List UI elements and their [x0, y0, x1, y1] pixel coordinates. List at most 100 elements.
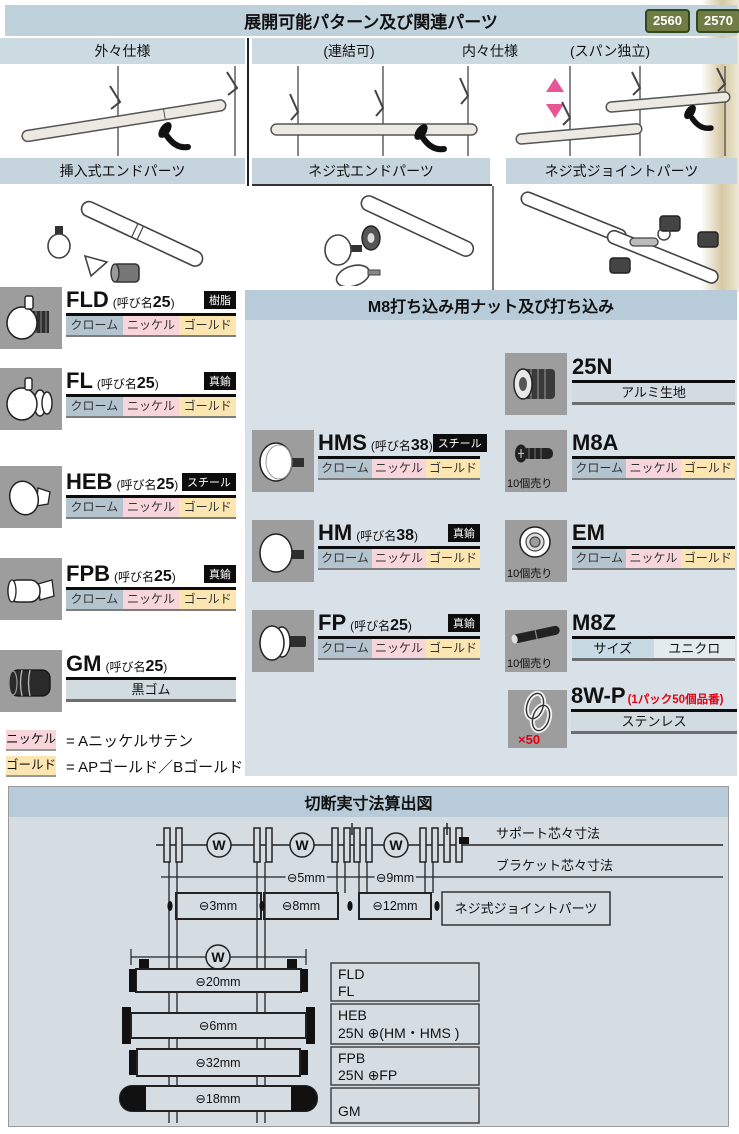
- insert-end-parts-illustration: [47, 200, 204, 283]
- m8a-part-icon: [515, 444, 553, 463]
- spec-band-left: 外々仕様: [0, 38, 245, 64]
- page-title: 展開可能パターン及び関連パーツ: [244, 13, 498, 32]
- spec-span-independent-label: (スパン独立): [569, 43, 651, 59]
- product-code: 8W-P: [571, 683, 626, 708]
- finish-nickel: ニッケル: [372, 549, 426, 568]
- wall-bracket-icon: [561, 101, 572, 126]
- product-image-em: 10個売り: [505, 520, 567, 582]
- wall-bracket-icon: [459, 77, 470, 105]
- span-independent-diagram: [515, 66, 731, 156]
- svg-text:W: W: [212, 837, 226, 853]
- finish-options: クローム ニッケル ゴールド: [66, 316, 237, 337]
- product-code: M8A: [572, 430, 619, 455]
- finish-chrome: クローム: [66, 316, 123, 335]
- product-hm: HM (呼び名38) 真鍮 クローム ニッケル ゴールド: [318, 521, 480, 570]
- finish-nickel: ニッケル: [372, 639, 426, 658]
- finish-options: クローム ニッケル ゴールド: [318, 459, 480, 480]
- pack-note: (1パック50個品番): [627, 694, 724, 706]
- screw-part-icon: [47, 226, 71, 259]
- page-number-badge: 2570: [696, 9, 739, 33]
- size-note: (呼び名38): [370, 437, 433, 454]
- gold-note-text: = APゴールド／Bゴールド: [66, 759, 244, 776]
- product-m8a: M8A クローム ニッケル ゴールド: [572, 431, 735, 480]
- deduction-label: ⊖9mm: [376, 871, 414, 885]
- size-note: (呼び名25): [114, 568, 176, 585]
- middle-band-rule: [252, 184, 492, 186]
- finish-nickel: ニッケル: [122, 316, 180, 335]
- rod-row-fpb: [129, 1048, 308, 1077]
- product-image-hm: [252, 520, 314, 582]
- finish-chrome: クローム: [318, 459, 372, 478]
- finish-gold: ゴールド: [426, 549, 480, 568]
- result-box-line: FL: [338, 983, 355, 999]
- wall-bracket-icon: [716, 67, 727, 92]
- material-bar: 黒ゴム: [66, 680, 236, 702]
- product-gm: GM (呼び名25) 黒ゴム: [66, 652, 236, 702]
- fpb-part-icon: [7, 579, 55, 603]
- m8-section-header: M8打ち込み用ナット及び打ち込み: [245, 290, 737, 320]
- material-tag: 真鍮: [204, 372, 236, 390]
- wall-bracket-icon: [226, 71, 239, 96]
- finish-options: クローム ニッケル ゴールド: [572, 459, 735, 480]
- product-image-gm: [0, 650, 62, 712]
- 25n-part-icon: [513, 368, 555, 400]
- material-bar: アルミ生地: [572, 383, 735, 405]
- finish-options: クローム ニッケル ゴールド: [318, 639, 480, 660]
- product-code: HMS: [318, 430, 367, 455]
- finish-gold: ゴールド: [179, 590, 237, 609]
- clamp-icon: [158, 122, 191, 151]
- finish-chrome: クローム: [66, 397, 123, 416]
- support-line-label: サポート芯々寸法: [496, 826, 600, 841]
- size-note: (呼び名25): [112, 294, 175, 311]
- finish-gold: ゴールド: [426, 639, 480, 658]
- result-box-line: 25N ⊕(HM・HMS ): [338, 1025, 459, 1041]
- product-image-hms: [252, 430, 314, 492]
- bar-pins: [167, 901, 440, 911]
- product-fld: FLD (呼び名25) 樹脂 クローム ニッケル ゴールド: [66, 288, 237, 337]
- joint-pin-icon: [629, 227, 671, 247]
- product-image-fp: [252, 610, 314, 672]
- hanger-rod: [270, 123, 478, 136]
- band-insert-end-parts: 挿入式エンドパーツ: [0, 158, 245, 184]
- cone-part-icon: [83, 254, 109, 278]
- hanger-rod-lower: [515, 123, 643, 145]
- screw-end-parts-illustration: [324, 195, 475, 286]
- cut-section-header: 切断実寸法算出図: [9, 787, 728, 817]
- deduction-label: ⊖8mm: [282, 899, 320, 913]
- finish-chrome: クローム: [66, 590, 123, 609]
- finish-chrome: クローム: [66, 498, 123, 517]
- finish-chrome: クローム: [572, 549, 627, 568]
- 8wp-part-icon: [523, 690, 553, 734]
- finish-gold: ゴールド: [179, 397, 237, 416]
- joint-nut-icon: [697, 231, 719, 248]
- nickel-chip: ニッケル: [6, 730, 56, 751]
- bracket-icons: [163, 823, 469, 863]
- material-bar: ステンレス: [571, 712, 737, 734]
- bracket-line-label: ブラケット芯々寸法: [496, 858, 613, 873]
- finish-nickel: ニッケル: [122, 498, 180, 517]
- deduction-label: ⊖5mm: [287, 871, 325, 885]
- material-tag: 真鍮: [448, 524, 480, 542]
- gm-part-icon: [8, 669, 51, 697]
- finish-gold: ゴールド: [680, 459, 735, 478]
- finish-options: クローム ニッケル ゴールド: [66, 397, 237, 418]
- page-header: 展開可能パターン及び関連パーツ: [5, 5, 737, 36]
- product-fpb: FPB (呼び名25) 真鍮 クローム ニッケル ゴールド: [66, 562, 237, 611]
- result-box-line: 25N ⊕FP: [338, 1067, 397, 1083]
- product-image-m8a: 10個売り: [505, 430, 567, 492]
- result-box-line: HEB: [338, 1007, 367, 1023]
- size-note: (呼び名25): [350, 617, 412, 634]
- quantity-note: 10個売り: [507, 478, 553, 490]
- deduction-label: ⊖32mm: [195, 1056, 240, 1070]
- product-m8z: M8Z サイズ ユニクロ: [572, 611, 735, 661]
- deduction-label: ⊖18mm: [195, 1092, 240, 1106]
- spec-linkable-label: (連結可): [323, 43, 375, 59]
- finish-nickel: ニッケル: [122, 397, 180, 416]
- product-code: 25N: [572, 354, 613, 379]
- w-dimension-markers: W W W: [206, 832, 409, 858]
- deduction-label: ⊖6mm: [199, 1019, 237, 1033]
- pack-quantity-note: ×50: [518, 732, 541, 747]
- size-note: (呼び名38): [356, 527, 419, 544]
- result-box-line: FPB: [338, 1050, 365, 1066]
- finish-nickel: ニッケル: [626, 549, 681, 568]
